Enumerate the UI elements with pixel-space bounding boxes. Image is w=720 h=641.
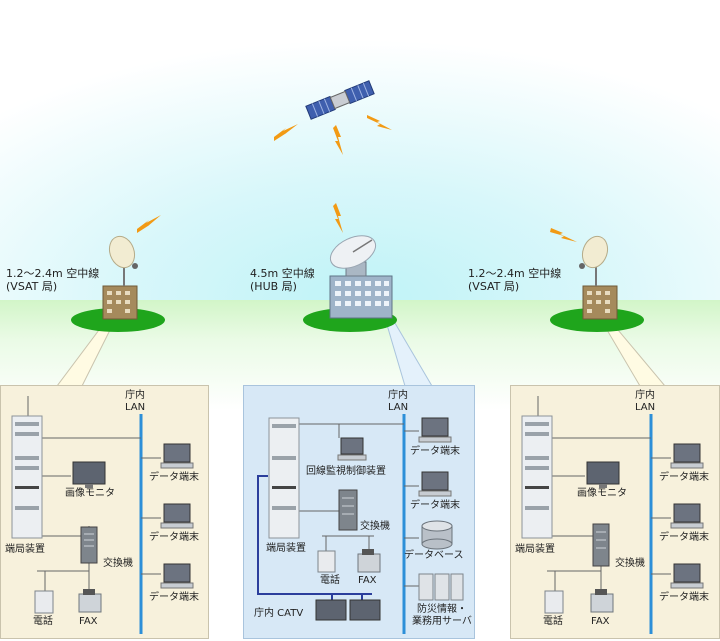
exchange-label: 交換機 [103,558,133,569]
exchange-icon [338,489,358,531]
lightning-signal-icon [137,115,577,242]
lan-label-line2: LAN [635,402,656,413]
right-building-icon [582,285,618,320]
fax-label: FAX [591,616,610,627]
data-terminal-label: データ端末 [149,472,199,483]
server-rack-icon [11,415,43,539]
database-label: データベース [404,550,464,561]
center-building-icon [329,275,393,319]
desktop-terminal-icon [418,417,452,443]
server-label-line2: 業務用サーバ [412,616,472,627]
server-label-line1: 防災情報・ [416,604,467,615]
database-icon [421,520,453,550]
center-hub-panel: 庁内 LAN 回線監視制御装置 端局装置 交換機 電話 FAX 庁内 CATV … [243,385,475,639]
data-terminal-label: データ端末 [149,592,199,603]
data-terminal-label: データ端末 [149,532,199,543]
left-dish-antenna-icon [108,235,138,286]
lan-label-line2: LAN [388,402,409,413]
server-label: 防災情報・ 業務用サーバ [412,604,472,628]
exchange-label: 交換機 [615,558,645,569]
server-rack-icon [418,573,464,601]
monitor-icon [586,461,620,488]
phone-label: 電話 [33,616,53,627]
phone-label: 電話 [320,575,340,586]
desktop-terminal-icon [160,563,194,589]
lan-label-line1: 庁内 [635,390,656,401]
desktop-terminal-icon [670,563,704,589]
fax-label: FAX [358,575,377,586]
left-station-label: 1.2～2.4m 空中線 (VSAT 局) [6,267,99,293]
catv-line [257,475,372,595]
desktop-terminal-icon [670,443,704,469]
data-terminal-label: データ端末 [659,472,709,483]
desktop-terminal-icon [160,503,194,529]
satellite-icon [305,80,375,120]
exchange-label: 交換機 [360,521,390,532]
server-rack-icon [268,417,300,539]
terminal-equipment-label: 端局装置 [515,544,555,555]
server-rack-icon [521,415,553,539]
catv-label: 庁内 CATV [254,608,304,619]
left-vsat-panel: 庁内 LAN 端局装置 画像モニタ 交換機 電話 FAX データ端末 データ端末… [0,385,209,639]
center-callout [384,317,433,387]
left-station-label-line2: (VSAT 局) [6,280,58,293]
right-vsat-panel: 庁内 LAN 端局装置 画像モニタ 交換機 電話 FAX データ端末 データ端末… [510,385,720,639]
data-terminal-label: データ端末 [659,532,709,543]
monitor-icon [315,599,347,621]
desktop-terminal-icon [670,503,704,529]
center-station-label-line2: (HUB 局) [250,280,297,293]
lan-label: 庁内 LAN [635,390,655,414]
lan-label: 庁内 LAN [125,390,145,414]
center-station-label: 4.5m 空中線 (HUB 局) [250,267,315,293]
right-station-label-line2: (VSAT 局) [468,280,520,293]
telephone-icon [34,590,54,614]
right-dish-antenna-icon [579,235,609,286]
telephone-icon [317,550,336,573]
center-panel-diagram [257,414,464,634]
terminal-equipment-label: 端局装置 [266,543,306,554]
left-building-icon [102,285,138,320]
desktop-terminal-icon [418,471,452,497]
exchange-icon [80,526,98,564]
data-terminal-label: データ端末 [410,446,460,457]
fax-icon [78,589,102,613]
right-panel-diagram [521,396,704,634]
fax-icon [590,589,614,613]
exchange-icon [592,523,610,567]
lan-label: 庁内 LAN [388,390,408,414]
image-monitor-label: 画像モニタ [577,488,627,499]
data-terminal-label: データ端末 [410,500,460,511]
lan-label-line2: LAN [125,402,146,413]
right-station-label: 1.2～2.4m 空中線 (VSAT 局) [468,267,561,293]
phone-label: 電話 [543,616,563,627]
right-ground-disc [550,308,644,332]
right-station-label-line1: 1.2～2.4m 空中線 [468,267,562,280]
lan-label-line1: 庁内 [388,390,409,401]
left-ground-disc [71,308,165,332]
telephone-icon [544,590,564,614]
lan-label-line1: 庁内 [125,390,146,401]
left-panel-diagram [11,396,194,634]
desktop-terminal-icon [160,443,194,469]
desktop-terminal-icon [337,437,367,461]
center-dish-antenna-icon [329,235,377,277]
monitor-icon [349,599,381,621]
fax-icon [357,549,381,573]
center-station-label-line1: 4.5m 空中線 [250,267,315,280]
data-terminal-label: データ端末 [659,592,709,603]
left-station-label-line1: 1.2～2.4m 空中線 [6,267,100,280]
image-monitor-label: 画像モニタ [65,488,115,499]
fax-label: FAX [79,616,98,627]
line-monitor-control-label: 回線監視制御装置 [306,466,386,477]
monitor-icon [72,461,106,488]
terminal-equipment-label: 端局装置 [5,544,45,555]
